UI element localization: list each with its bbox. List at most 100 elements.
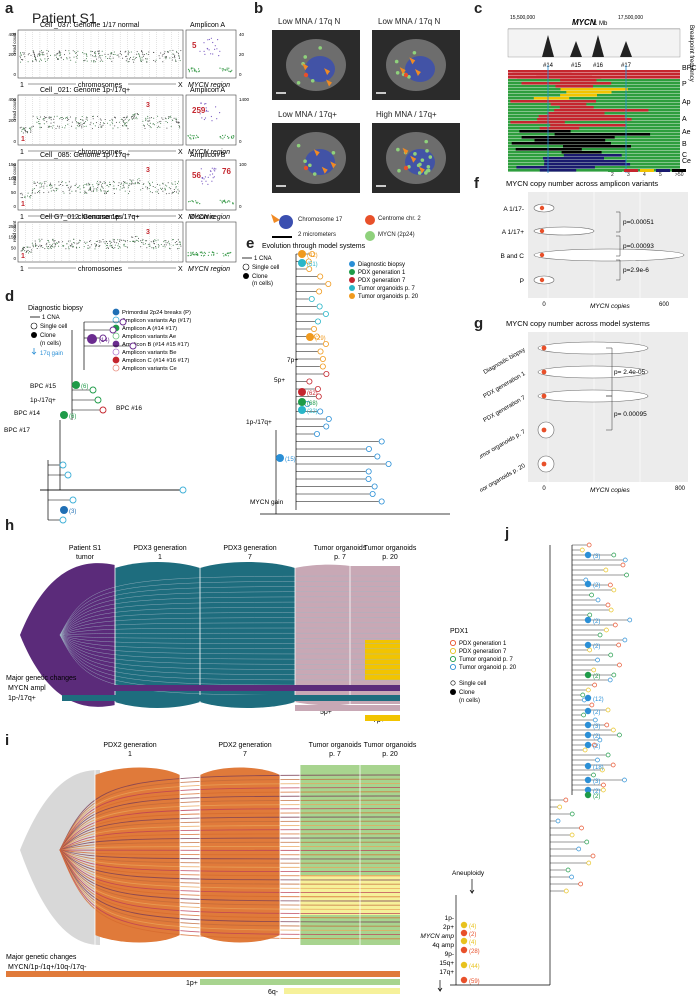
read-count-point	[112, 247, 113, 248]
mycn-point	[187, 135, 189, 137]
tree-leaf-node	[569, 874, 574, 880]
clone-node	[584, 551, 592, 559]
segment-row-bg	[508, 127, 680, 130]
read-count-point	[146, 61, 148, 63]
read-count-point	[114, 116, 116, 118]
mycn-point	[211, 251, 213, 253]
clone-count: (28)	[469, 949, 480, 955]
model-legend-label: PDX generation 1	[459, 641, 507, 647]
read-count-point	[58, 184, 60, 186]
read-count-point	[54, 184, 56, 186]
x-axis-label: MYCN copies	[590, 303, 630, 310]
clone-count: (3)	[69, 509, 76, 515]
read-count-point	[109, 184, 111, 186]
lineage-legend-label: Amplicon variants Ap (#17)	[122, 318, 191, 324]
read-count-point	[34, 182, 36, 184]
lineage-legend-label: Amplicon B (#14 #15 #17)	[122, 342, 189, 348]
read-count-point	[166, 56, 167, 58]
tree-leaf-node	[605, 752, 611, 758]
read-count-point	[83, 246, 85, 248]
mycn-point	[191, 200, 193, 202]
p-value-label: p= 2.4e-05	[614, 369, 646, 376]
read-count-point	[102, 124, 104, 126]
mycn-point	[197, 201, 199, 203]
read-count-point	[120, 186, 122, 188]
mycn-point	[207, 254, 209, 256]
read-count-point	[177, 243, 178, 245]
read-count-point	[52, 125, 54, 127]
stage-label-line2: p. 7	[329, 751, 341, 758]
read-count-point	[45, 60, 47, 62]
read-count-point	[21, 249, 23, 251]
read-count-point	[121, 187, 123, 189]
read-count-point	[119, 239, 121, 241]
read-count-point	[162, 182, 164, 184]
read-count-point	[176, 52, 178, 53]
read-count-point	[153, 52, 155, 53]
genome-plot-box	[17, 159, 184, 211]
tree-leaf-node	[601, 782, 606, 788]
read-count-point	[120, 183, 122, 185]
read-count-point	[175, 120, 177, 122]
model-legend-label: PDX generation 1	[358, 270, 406, 276]
mycn-point	[219, 67, 221, 69]
read-count-point	[58, 55, 60, 57]
read-count-point	[70, 185, 72, 187]
subclone-line	[59, 575, 401, 636]
clone-count: (2)	[593, 583, 600, 589]
x-axis-start: 1	[20, 266, 24, 273]
read-count-point	[162, 245, 164, 247]
mycn-point	[225, 69, 227, 71]
read-count-point	[79, 123, 80, 124]
change-bar-1p	[200, 979, 400, 985]
mycn-point	[219, 199, 221, 201]
read-count-point	[64, 127, 66, 129]
tree-leaf-node	[580, 692, 586, 698]
mycn-point	[192, 67, 194, 69]
read-count-point	[95, 61, 97, 63]
mycn-point	[192, 253, 194, 255]
tree-leaf-node	[605, 707, 611, 713]
tree-leaf-node	[604, 722, 610, 728]
mycn-point	[201, 180, 203, 182]
read-count-point	[65, 248, 67, 250]
read-count-point	[169, 57, 171, 59]
cell-title: Cell _021: Genome 1p-/17q+	[40, 87, 130, 94]
read-count-point	[174, 183, 176, 185]
read-count-point	[75, 117, 77, 119]
mycn-point	[205, 180, 207, 182]
read-count-point	[134, 57, 136, 59]
read-count-point	[122, 117, 124, 119]
read-count-point	[59, 52, 61, 54]
read-count-point	[42, 51, 44, 53]
median-point	[541, 393, 547, 399]
mycn-point	[213, 251, 215, 254]
read-count-point	[55, 128, 57, 130]
read-count-point	[139, 57, 141, 59]
read-count-point	[124, 125, 126, 127]
read-count-point	[143, 125, 145, 127]
clone-node	[584, 762, 592, 770]
mycn-point	[187, 252, 189, 254]
mycn-point	[200, 254, 202, 257]
mycn-point	[203, 50, 205, 53]
centromere-signal	[303, 72, 309, 78]
read-count-point	[20, 54, 22, 56]
read-count-point	[42, 54, 44, 56]
read-count-point	[65, 49, 67, 51]
read-count-point	[150, 241, 152, 243]
mycn-point	[195, 252, 197, 254]
read-count-point	[154, 239, 156, 241]
read-count-point	[178, 181, 179, 183]
clone-count: (4)	[469, 940, 476, 946]
segment-amplified	[510, 121, 565, 124]
read-count-point	[87, 119, 88, 121]
read-count-point	[94, 51, 95, 53]
mycn-point	[219, 112, 221, 114]
mycn-point	[213, 253, 215, 255]
read-count-point	[130, 116, 132, 118]
read-count-point	[26, 132, 28, 134]
read-count-point	[32, 244, 34, 246]
read-count-point	[24, 195, 26, 197]
